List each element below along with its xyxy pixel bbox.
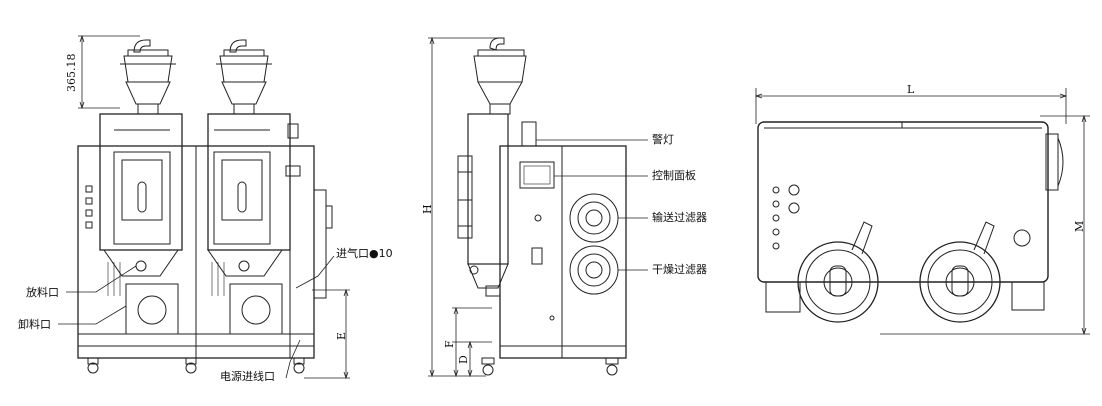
side-hopper [473, 37, 527, 115]
top-filter-left [797, 221, 879, 323]
dim-h-label: H [421, 204, 434, 214]
dim-e-line [304, 288, 350, 380]
front-casters [87, 357, 305, 374]
dryer-column-right [207, 113, 291, 277]
dim-l-label: L [907, 83, 915, 96]
label-control-panel: 控制面板 [652, 169, 696, 182]
dryer-column-left [99, 113, 183, 277]
label-drying-filter: 干燥过滤器 [652, 263, 707, 276]
dim-f-label: F [443, 340, 456, 348]
label-power-inlet: 电源进线口 [220, 370, 275, 383]
label-conveying-filter: 输送过滤器 [652, 211, 707, 224]
dim-365-line [78, 34, 140, 110]
dim-m-line [880, 114, 1090, 336]
front-view [58, 34, 350, 380]
side-cabinet [485, 145, 627, 359]
top-filter-right [919, 221, 1001, 323]
hopper-right [216, 39, 272, 115]
label-air-inlet: 进气口●10 [336, 247, 393, 260]
front-cabinet [77, 123, 333, 359]
dim-h-line [428, 36, 500, 378]
dim-l-line [754, 88, 1068, 124]
side-view [428, 36, 648, 378]
hopper-left [120, 39, 176, 115]
label-discharge-port: 放料口 [26, 286, 59, 299]
side-leaders [536, 139, 648, 271]
label-warning-lamp: 警灯 [652, 133, 674, 146]
top-view [754, 88, 1090, 336]
dim-365-label: 365.18 [65, 53, 78, 93]
dim-f-d-lines [452, 306, 492, 378]
dim-e-label: E [335, 331, 348, 340]
front-leaders [58, 255, 335, 379]
side-dryer [457, 113, 537, 289]
top-cabinet [757, 121, 1064, 313]
dim-d-label: D [457, 355, 470, 364]
side-casters [481, 357, 619, 376]
label-unload-port: 卸料口 [18, 318, 51, 331]
dim-m-label: M [1073, 220, 1086, 232]
